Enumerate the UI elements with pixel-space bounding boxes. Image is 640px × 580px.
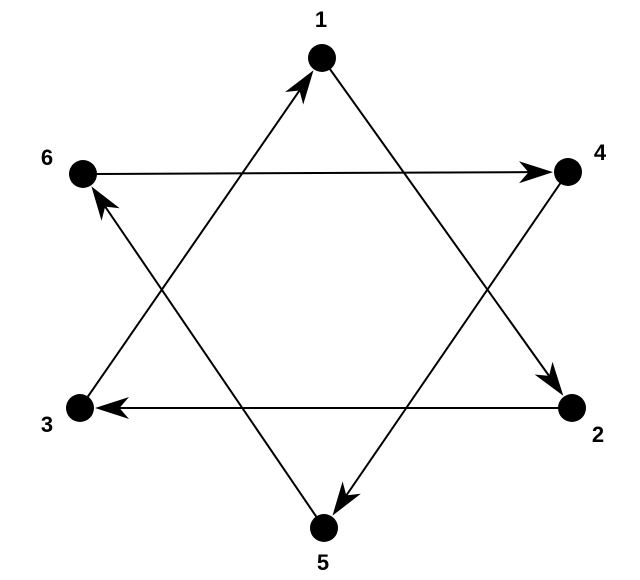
edge-4-to-5 — [345, 181, 563, 497]
node-3: 3 — [41, 394, 94, 437]
node-4-label: 4 — [594, 140, 607, 165]
edge-1-to-2 — [328, 67, 550, 377]
node-5-dot — [310, 514, 338, 542]
node-1-label: 1 — [315, 7, 327, 32]
arrowhead-5-to-6 — [91, 186, 120, 221]
edges-layer — [86, 67, 564, 519]
node-1: 1 — [308, 7, 336, 72]
node-2: 2 — [558, 394, 604, 447]
node-2-dot — [558, 394, 586, 422]
arrowhead-6-to-4 — [519, 161, 553, 184]
node-6-dot — [69, 160, 97, 188]
node-6-label: 6 — [41, 145, 53, 170]
node-2-label: 2 — [592, 422, 604, 447]
arrowhead-4-to-5 — [332, 481, 361, 516]
node-5: 5 — [310, 514, 338, 575]
arrowhead-2-to-3 — [95, 397, 129, 419]
nodes-layer: 1 2 3 4 5 6 — [41, 7, 607, 575]
edge-5-to-6 — [104, 206, 319, 519]
arrowhead-3-to-1 — [285, 70, 314, 105]
edge-6-to-4 — [94, 171, 529, 175]
node-3-dot — [66, 394, 94, 422]
node-4-dot — [554, 158, 582, 186]
node-6: 6 — [41, 145, 97, 188]
node-3-label: 3 — [41, 412, 53, 437]
node-1-dot — [308, 44, 336, 72]
arrowhead-1-to-2 — [534, 361, 564, 396]
node-5-label: 5 — [317, 550, 329, 575]
edge-3-to-1 — [86, 89, 301, 399]
node-4: 4 — [554, 140, 607, 186]
